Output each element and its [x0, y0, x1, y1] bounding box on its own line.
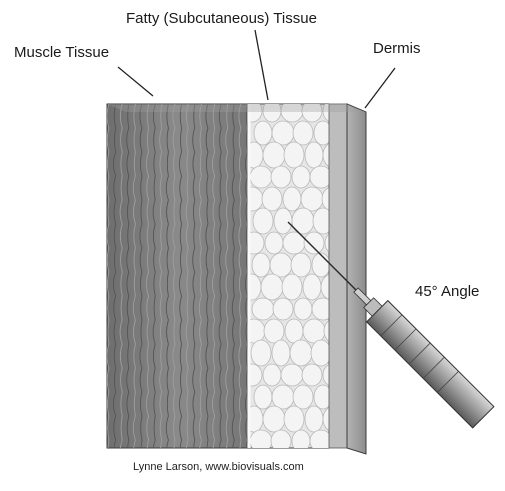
fat-cell — [292, 166, 310, 188]
fat-cell — [262, 187, 282, 211]
fat-cell — [254, 121, 272, 145]
fat-cell — [305, 406, 323, 432]
fat-cell — [271, 166, 291, 188]
fat-cell — [270, 253, 292, 277]
fat-cell — [284, 406, 304, 432]
fat-cell — [291, 253, 311, 277]
fat-cell — [290, 340, 312, 366]
muscle-tissue-layer — [107, 104, 249, 464]
fat-cell — [293, 121, 313, 145]
fat-cell — [281, 364, 303, 386]
fat-cell — [265, 232, 283, 254]
fat-cell — [311, 340, 331, 366]
image-credit: Lynne Larson, www.biovisuals.com — [133, 461, 304, 473]
fat-cell — [250, 166, 272, 188]
fat-cell — [252, 298, 274, 320]
fatty-pointer-line — [255, 30, 268, 100]
fat-cell — [253, 208, 273, 234]
fat-cell — [304, 232, 324, 254]
fat-cell — [294, 298, 312, 320]
fat-cell — [263, 406, 285, 432]
fat-cell — [285, 319, 303, 343]
fat-cell — [303, 319, 325, 343]
fat-cell — [271, 430, 291, 452]
fatty-tissue-label: Fatty (Subcutaneous) Tissue — [126, 10, 317, 27]
dermis-label: Dermis — [373, 40, 421, 57]
fat-cell — [272, 121, 294, 145]
fat-cell — [261, 274, 283, 300]
fat-cell — [272, 340, 290, 366]
fat-cell — [284, 142, 304, 168]
fat-cell — [305, 142, 323, 168]
fat-cell — [263, 364, 281, 386]
syringe-icon — [345, 279, 493, 427]
dermis-pointer-line — [365, 68, 395, 108]
fat-cell — [303, 274, 321, 300]
fat-cell — [283, 187, 301, 211]
fat-cell — [273, 298, 293, 320]
fat-cell — [250, 430, 272, 452]
fat-cell — [252, 253, 270, 277]
fat-cell — [302, 364, 322, 386]
angle-label: 45° Angle — [415, 283, 479, 300]
fat-cell — [293, 385, 313, 409]
fat-cell — [263, 142, 285, 168]
fat-cell — [251, 340, 271, 366]
fat-cell — [301, 187, 323, 211]
muscle-tissue-label: Muscle Tissue — [14, 44, 109, 61]
fat-cell — [272, 385, 294, 409]
fat-cell — [264, 319, 284, 343]
fat-cell — [292, 430, 310, 452]
fat-cell — [282, 274, 302, 300]
muscle-pointer-line — [118, 67, 153, 96]
fat-cell — [312, 253, 330, 277]
fat-cell — [274, 208, 292, 234]
fat-cell — [254, 385, 272, 409]
